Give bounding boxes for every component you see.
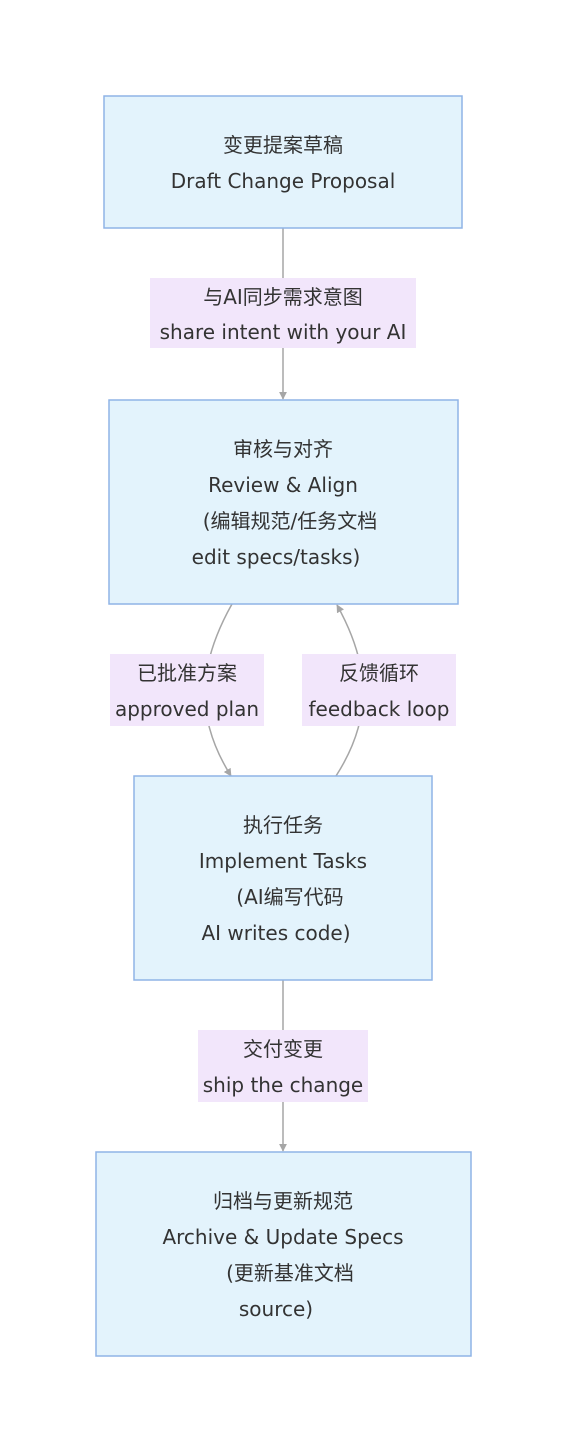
- node-archive-line-1: 归档与更新规范: [213, 1189, 353, 1213]
- node-archive-and-update-specs: 归档与更新规范 Archive & Update Specs (更新基准文档 s…: [95, 1151, 472, 1357]
- node-draft-line-2: Draft Change Proposal: [171, 169, 396, 193]
- node-draft-change-proposal: 变更提案草稿 Draft Change Proposal: [103, 95, 463, 229]
- node-review-and-align: 审核与对齐 Review & Align (编辑规范/任务文档 edit spe…: [108, 399, 459, 605]
- edge-feedback-line-2: feedback loop: [309, 697, 450, 721]
- node-implement-box: [133, 775, 433, 981]
- edge-label-approved: 已批准方案 approved plan: [110, 654, 264, 726]
- node-review-line-3: (编辑规范/任务文档: [203, 509, 378, 533]
- node-draft-box: [103, 95, 463, 229]
- node-implement-line-4: AI writes code): [201, 921, 350, 945]
- edge-label-share: 与AI同步需求意图 share intent with your AI: [150, 278, 416, 348]
- edge-approved-line-1: 已批准方案: [137, 661, 237, 685]
- edge-ship-line-2: ship the change: [203, 1073, 364, 1097]
- node-review-line-2: Review & Align: [208, 473, 358, 497]
- edge-ship-line-1: 交付变更: [243, 1037, 323, 1061]
- node-draft-line-1: 变更提案草稿: [223, 133, 343, 157]
- node-implement-line-2: Implement Tasks: [199, 849, 367, 873]
- node-archive-line-2: Archive & Update Specs: [162, 1225, 403, 1249]
- node-archive-line-3: (更新基准文档: [226, 1261, 354, 1285]
- edge-feedback-line-1: 反馈循环: [339, 661, 419, 685]
- node-implement-line-3: (AI编写代码: [236, 885, 343, 909]
- node-implement-tasks: 执行任务 Implement Tasks (AI编写代码 AI writes c…: [133, 775, 433, 981]
- edge-approved-line-2: approved plan: [115, 697, 259, 721]
- node-archive-line-4: source): [239, 1297, 313, 1321]
- node-review-box: [108, 399, 459, 605]
- edge-label-feedback: 反馈循环 feedback loop: [302, 654, 456, 726]
- node-archive-box: [95, 1151, 472, 1357]
- edge-label-ship: 交付变更 ship the change: [198, 1030, 368, 1102]
- node-implement-line-1: 执行任务: [243, 813, 323, 837]
- edge-share-line-2: share intent with your AI: [160, 320, 407, 344]
- node-review-line-1: 审核与对齐: [233, 437, 333, 461]
- edge-share-line-1: 与AI同步需求意图: [203, 285, 363, 309]
- node-review-line-4: edit specs/tasks): [192, 545, 361, 569]
